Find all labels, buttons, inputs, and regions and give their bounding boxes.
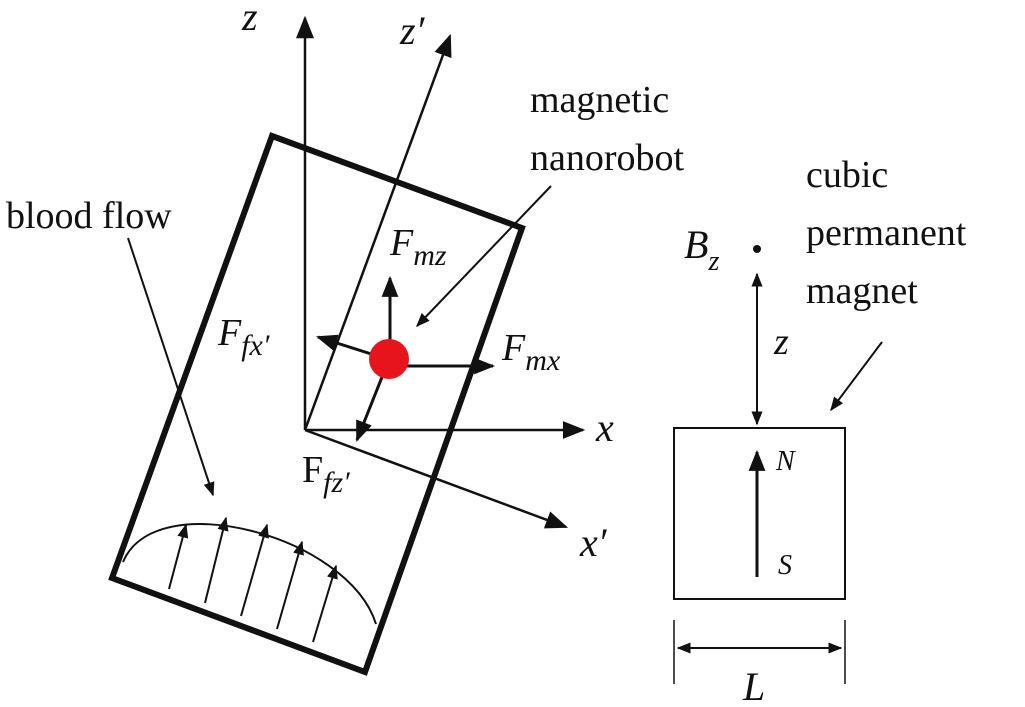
z-prime-axis-label: z′	[399, 8, 426, 53]
x-prime-axis-label: x′	[579, 520, 608, 565]
z-axis-label: z	[241, 0, 258, 39]
south-pole-label: S	[778, 550, 792, 581]
x-axis-label: x	[595, 405, 614, 450]
force-mz-label: Fmz	[389, 222, 447, 272]
nanorobot-label: nanorobot	[530, 137, 685, 179]
permanent-label: permanent	[806, 212, 967, 254]
flow-arrow	[240, 523, 269, 617]
force-mx-label: Fmx	[501, 327, 561, 377]
magnet-label: magnet	[806, 270, 918, 312]
x-prime-axis	[304, 428, 569, 529]
flow-arrow	[204, 516, 229, 604]
force-fx-prime-label: Ffx′	[217, 312, 270, 362]
width-L-label: L	[742, 664, 765, 707]
north-pole-label: N	[775, 446, 796, 477]
force-fz-prime-label: Ffz′	[302, 449, 350, 499]
nanorobot-pointer	[416, 185, 552, 328]
field-B-label: Bz	[684, 222, 719, 277]
flow-velocity-arrows	[168, 516, 338, 643]
permanent-magnet	[673, 427, 846, 600]
field-point-dot	[753, 245, 761, 253]
flow-arrow	[312, 564, 338, 643]
blood-flow-label: blood flow	[6, 195, 172, 237]
flow-arrow	[276, 540, 304, 630]
distance-z-label: z	[773, 321, 789, 363]
flow-profile-curve	[122, 523, 377, 625]
blood-vessel	[108, 132, 526, 676]
magnet-pointer	[830, 341, 883, 412]
cubic-label: cubic	[806, 154, 888, 196]
flow-arrow	[168, 523, 189, 590]
magnetic-label: magnetic	[530, 79, 669, 121]
nanorobot-dot	[369, 339, 409, 379]
z-prime-axis	[303, 33, 452, 431]
blood-flow-pointer	[127, 237, 215, 497]
